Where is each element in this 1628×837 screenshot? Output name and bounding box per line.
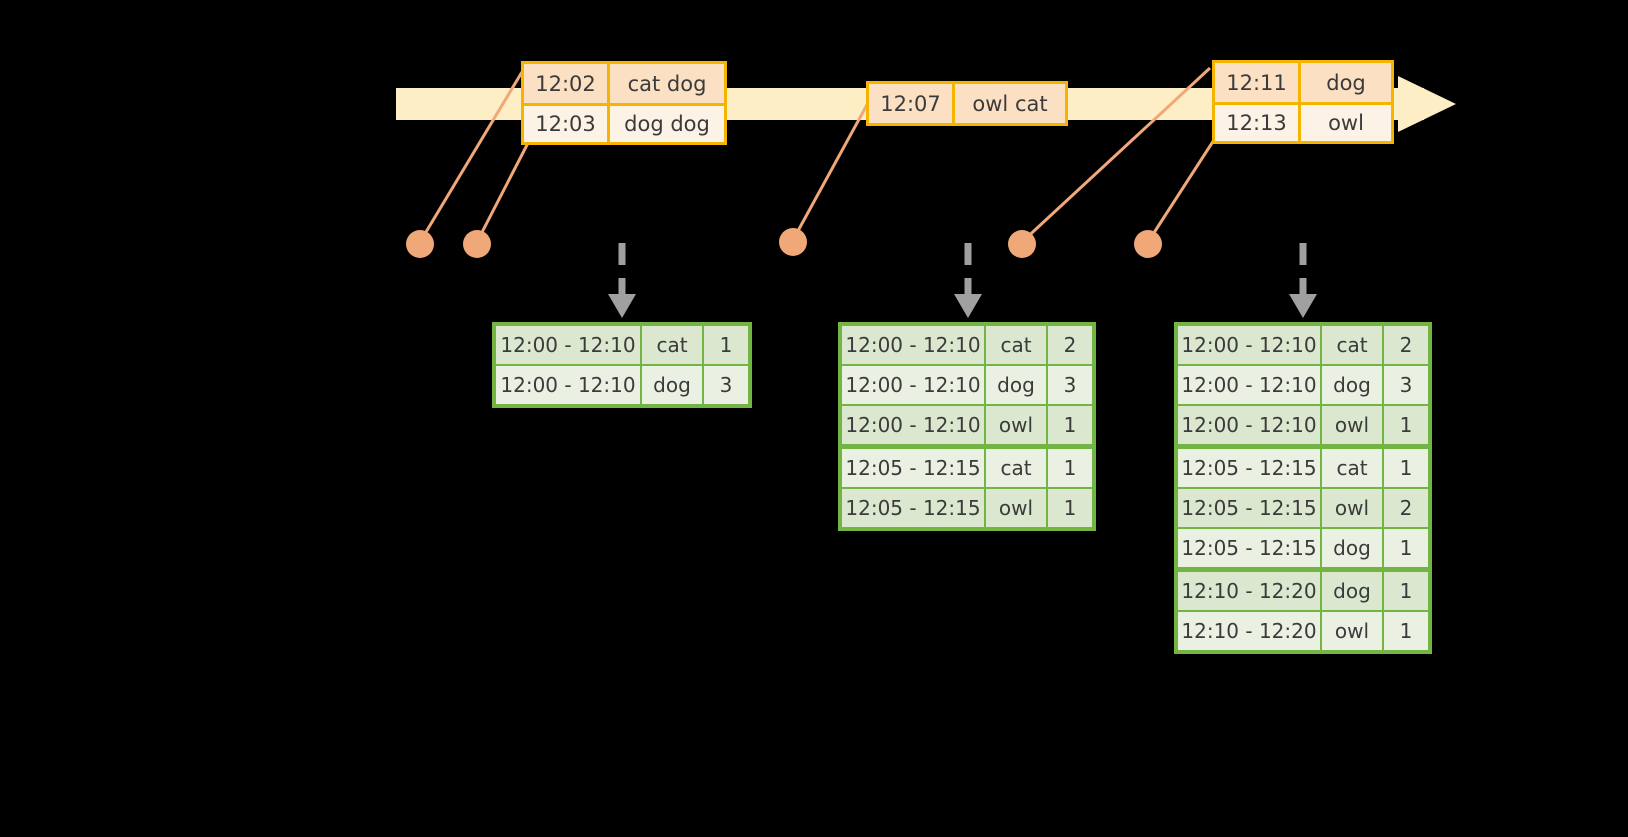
window-cell: 12:10 - 12:20 [1178,612,1320,650]
window-cell: 12:00 - 12:10 [496,366,640,404]
emit-arrow [1289,243,1317,318]
count-cell: 1 [1048,406,1092,444]
key-cell: dog [1322,529,1382,567]
event-row: 12:03 dog dog [524,103,724,142]
count-cell: 1 [1384,612,1428,650]
key-cell: dog [1322,572,1382,610]
count-cell: 2 [1384,326,1428,364]
window-cell: 12:05 - 12:15 [1178,489,1320,527]
event-time: 12:07 [869,84,955,123]
event-time: 12:02 [524,64,610,103]
window-cell: 12:00 - 12:10 [842,406,984,444]
key-cell: dog [1322,366,1382,404]
window-cell: 12:00 - 12:10 [842,326,984,364]
count-cell: 1 [1048,449,1092,487]
event-group-3: 12:11 dog 12:13 owl [1212,60,1394,144]
connector-dot [406,230,434,258]
key-cell: dog [986,366,1046,404]
event-value: owl [1301,105,1391,141]
count-cell: 3 [1048,366,1092,404]
count-cell: 1 [1384,572,1428,610]
count-cell: 1 [704,326,748,364]
count-cell: 2 [1048,326,1092,364]
event-value: owl cat [955,84,1065,123]
event-row: 12:13 owl [1215,102,1391,141]
key-cell: cat [986,326,1046,364]
event-row: 12:07 owl cat [869,84,1065,123]
key-cell: owl [1322,489,1382,527]
key-cell: cat [642,326,702,364]
connector-dots [406,228,1162,258]
connector-dot [463,230,491,258]
key-cell: dog [642,366,702,404]
event-time: 12:03 [524,106,610,142]
event-row: 12:02 cat dog [524,64,724,103]
count-cell: 1 [1048,489,1092,527]
connector-dot [1008,230,1036,258]
count-cell: 3 [1384,366,1428,404]
window-cell: 12:05 - 12:15 [842,449,984,487]
connector-dot [1134,230,1162,258]
window-cell: 12:00 - 12:10 [496,326,640,364]
key-cell: cat [1322,326,1382,364]
count-cell: 1 [1384,406,1428,444]
key-cell: cat [1322,449,1382,487]
key-cell: owl [1322,406,1382,444]
key-cell: cat [986,449,1046,487]
event-group-2: 12:07 owl cat [866,81,1068,126]
key-cell: owl [1322,612,1382,650]
count-cell: 2 [1384,489,1428,527]
emit-arrows [608,243,1317,318]
event-row: 12:11 dog [1215,63,1391,102]
window-cell: 12:00 - 12:10 [1178,326,1320,364]
event-value: cat dog [610,64,724,103]
emit-arrow [954,243,982,318]
count-cell: 3 [704,366,748,404]
event-group-1: 12:02 cat dog 12:03 dog dog [521,61,727,145]
key-cell: owl [986,406,1046,444]
window-cell: 12:00 - 12:10 [842,366,984,404]
event-time: 12:13 [1215,105,1301,141]
window-cell: 12:05 - 12:15 [1178,529,1320,567]
key-cell: owl [986,489,1046,527]
event-time: 12:11 [1215,63,1301,102]
window-cell: 12:00 - 12:10 [1178,406,1320,444]
emit-arrow [608,243,636,318]
count-cell: 1 [1384,529,1428,567]
event-value: dog [1301,63,1391,102]
count-cell: 1 [1384,449,1428,487]
window-cell: 12:10 - 12:20 [1178,572,1320,610]
connector-dot [779,228,807,256]
window-cell: 12:05 - 12:15 [1178,449,1320,487]
window-cell: 12:00 - 12:10 [1178,366,1320,404]
window-cell: 12:05 - 12:15 [842,489,984,527]
event-value: dog dog [610,106,724,142]
